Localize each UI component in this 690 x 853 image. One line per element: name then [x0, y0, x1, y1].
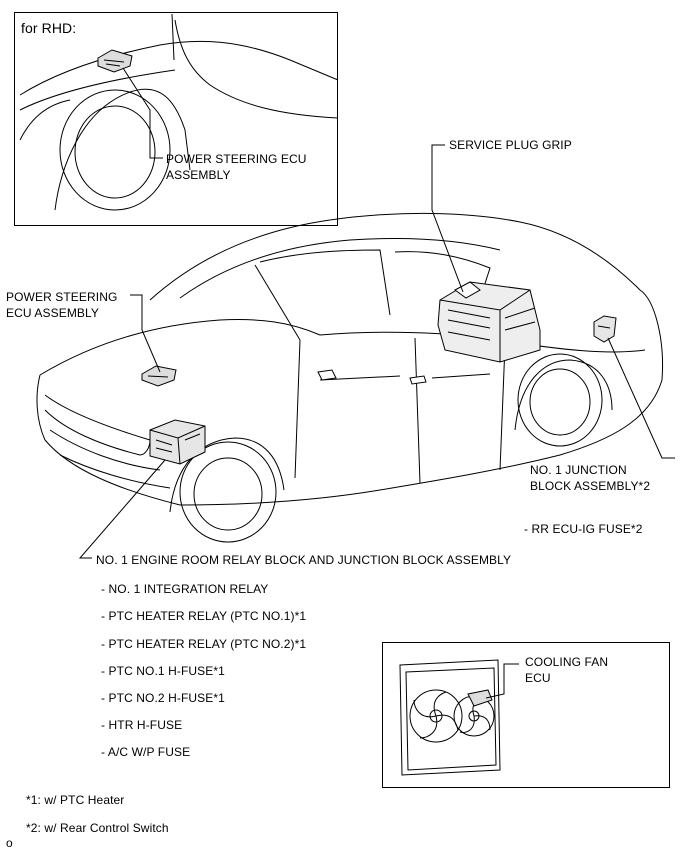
relay-item: - NO. 1 INTEGRATION RELAY [101, 582, 269, 596]
relay-item: - PTC NO.1 H-FUSE*1 [101, 664, 225, 678]
relay-item: - PTC NO.2 H-FUSE*1 [101, 691, 225, 705]
service-plug-leader [431, 144, 464, 293]
junction-block-label: NO. 1 JUNCTION BLOCK ASSEMBLY*2 [530, 463, 651, 493]
power-steering-ecu-label: POWER STEERING ECU ASSEMBLY [6, 290, 118, 320]
ps-ecu-part [141, 365, 177, 387]
inset-fan-frame [382, 642, 670, 788]
cooling-fan-leader [485, 663, 519, 699]
ps-ecu-leader [130, 294, 161, 373]
cooling-fan-ecu-label: COOLING FAN ECU [525, 655, 609, 685]
relay-block-part [149, 419, 206, 465]
cooling-fan-illustration [399, 659, 501, 776]
junction-leader [607, 337, 675, 459]
relay-item: - PTC HEATER RELAY (PTC NO.1)*1 [101, 609, 307, 623]
inset-rhd-frame [14, 12, 338, 226]
footnote: *1: w/ PTC Heater [26, 793, 125, 807]
rhd-ecu-part [97, 49, 133, 73]
rhd-leader-line [122, 67, 163, 159]
relay-item: - A/C W/P FUSE [101, 745, 191, 759]
relay-block-leader [78, 459, 166, 559]
hv-battery-part [437, 281, 541, 363]
rr-ecu-ig-fuse-label: - RR ECU-IG FUSE*2 [524, 522, 643, 536]
inset-rhd-title: for RHD: [21, 20, 77, 36]
junction-block-part [593, 315, 617, 343]
relay-item: - HTR H-FUSE [101, 718, 183, 732]
figure-code: o [6, 836, 13, 850]
engine-room-relay-block-label: NO. 1 ENGINE ROOM RELAY BLOCK AND JUNCTI… [96, 553, 512, 567]
relay-item: - PTC HEATER RELAY (PTC NO.2)*1 [101, 637, 307, 651]
rhd-car-front-illustration [19, 13, 339, 211]
footnote: *2: w/ Rear Control Switch [26, 821, 169, 835]
service-plug-grip-label: SERVICE PLUG GRIP [449, 138, 572, 152]
main-car-illustration [36, 212, 664, 543]
